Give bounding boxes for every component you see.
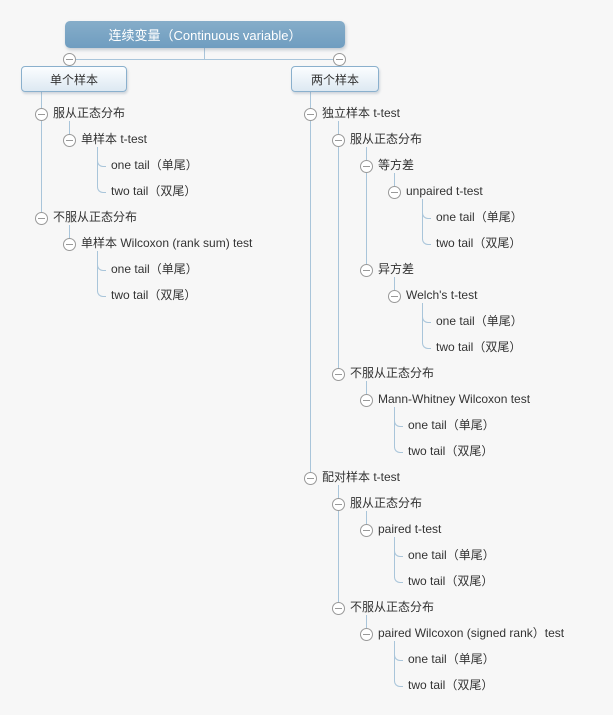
leaf-node-label[interactable]: two tail（双尾） <box>408 574 494 588</box>
root-topic[interactable]: 连续变量（Continuous variable） <box>65 21 345 48</box>
collapse-minus-icon[interactable] <box>388 290 401 303</box>
collapse-minus-icon[interactable] <box>63 53 76 66</box>
connector-line <box>394 277 395 296</box>
elbow-connector <box>97 155 106 167</box>
tree-node-label[interactable]: 配对样本 t-test <box>322 470 401 484</box>
branch-box[interactable]: 两个样本 <box>291 66 379 92</box>
connector-line <box>338 121 339 374</box>
elbow-connector <box>394 545 403 557</box>
collapse-minus-icon[interactable] <box>332 134 345 147</box>
elbow-connector <box>97 259 106 271</box>
leaf-node-label[interactable]: one tail（单尾） <box>111 262 198 276</box>
leaf-node-label[interactable]: two tail（双尾） <box>111 184 197 198</box>
elbow-connector <box>422 233 431 245</box>
leaf-node-label[interactable]: one tail（单尾） <box>436 314 523 328</box>
connector-line <box>69 225 70 244</box>
tree-node-label[interactable]: Welch's t-test <box>406 288 478 302</box>
collapse-minus-icon[interactable] <box>332 498 345 511</box>
collapse-minus-icon[interactable] <box>35 108 48 121</box>
connector-line <box>97 251 98 285</box>
elbow-connector <box>422 207 431 219</box>
connector-line <box>394 537 395 571</box>
tree-node-label[interactable]: 单样本 Wilcoxon (rank sum) test <box>81 236 253 250</box>
tree-node-label[interactable]: 不服从正态分布 <box>350 600 435 614</box>
connector-line <box>394 173 395 192</box>
collapse-minus-icon[interactable] <box>333 53 346 66</box>
connector-line <box>69 59 339 60</box>
collapse-minus-icon[interactable] <box>360 628 373 641</box>
elbow-connector <box>394 571 403 583</box>
leaf-node-label[interactable]: one tail（单尾） <box>436 210 523 224</box>
tree-node-label[interactable]: 异方差 <box>378 262 415 276</box>
connector-line <box>394 407 395 441</box>
collapse-minus-icon[interactable] <box>63 238 76 251</box>
connector-line <box>97 147 98 181</box>
leaf-node-label[interactable]: one tail（单尾） <box>408 548 495 562</box>
connector-line <box>394 641 395 675</box>
leaf-node-label[interactable]: one tail（单尾） <box>408 418 495 432</box>
connector-line <box>366 147 367 270</box>
collapse-minus-icon[interactable] <box>35 212 48 225</box>
tree-node-label[interactable]: 不服从正态分布 <box>53 210 138 224</box>
collapse-minus-icon[interactable] <box>360 160 373 173</box>
elbow-connector <box>422 337 431 349</box>
collapse-minus-icon[interactable] <box>360 394 373 407</box>
connector-line <box>41 92 42 218</box>
tree-node-label[interactable]: 等方差 <box>378 158 415 172</box>
tree-node-label[interactable]: paired t-test <box>378 522 442 536</box>
collapse-minus-icon[interactable] <box>360 264 373 277</box>
connector-line <box>310 92 311 478</box>
connector-line <box>366 511 367 530</box>
connector-line <box>366 615 367 634</box>
leaf-node-label[interactable]: two tail（双尾） <box>408 444 494 458</box>
elbow-connector <box>394 675 403 687</box>
elbow-connector <box>394 441 403 453</box>
tree-node-label[interactable]: 服从正态分布 <box>350 132 423 146</box>
leaf-node-label[interactable]: one tail（单尾） <box>111 158 198 172</box>
elbow-connector <box>394 415 403 427</box>
connector-line <box>422 303 423 337</box>
leaf-node-label[interactable]: two tail（双尾） <box>436 236 522 250</box>
collapse-minus-icon[interactable] <box>304 108 317 121</box>
connector-line <box>366 381 367 400</box>
leaf-node-label[interactable]: one tail（单尾） <box>408 652 495 666</box>
elbow-connector <box>97 285 106 297</box>
connector-line <box>338 485 339 608</box>
connector-line <box>422 199 423 233</box>
branch-box[interactable]: 单个样本 <box>21 66 127 92</box>
leaf-node-label[interactable]: two tail（双尾） <box>436 340 522 354</box>
connector-line <box>204 48 205 59</box>
tree-node-label[interactable]: unpaired t-test <box>406 184 483 198</box>
tree-node-label[interactable]: 单样本 t-test <box>81 132 148 146</box>
collapse-minus-icon[interactable] <box>332 368 345 381</box>
tree-node-label[interactable]: 服从正态分布 <box>53 106 126 120</box>
collapse-minus-icon[interactable] <box>360 524 373 537</box>
tree-node-label[interactable]: Mann-Whitney Wilcoxon test <box>378 392 531 406</box>
leaf-node-label[interactable]: two tail（双尾） <box>408 678 494 692</box>
elbow-connector <box>394 649 403 661</box>
collapse-minus-icon[interactable] <box>304 472 317 485</box>
elbow-connector <box>422 311 431 323</box>
leaf-node-label[interactable]: two tail（双尾） <box>111 288 197 302</box>
tree-node-label[interactable]: 独立样本 t-test <box>322 106 401 120</box>
tree-node-label[interactable]: paired Wilcoxon (signed rank）test <box>378 626 565 640</box>
tree-node-label[interactable]: 不服从正态分布 <box>350 366 435 380</box>
collapse-minus-icon[interactable] <box>332 602 345 615</box>
elbow-connector <box>97 181 106 193</box>
connector-line <box>69 121 70 140</box>
tree-node-label[interactable]: 服从正态分布 <box>350 496 423 510</box>
collapse-minus-icon[interactable] <box>63 134 76 147</box>
collapse-minus-icon[interactable] <box>388 186 401 199</box>
